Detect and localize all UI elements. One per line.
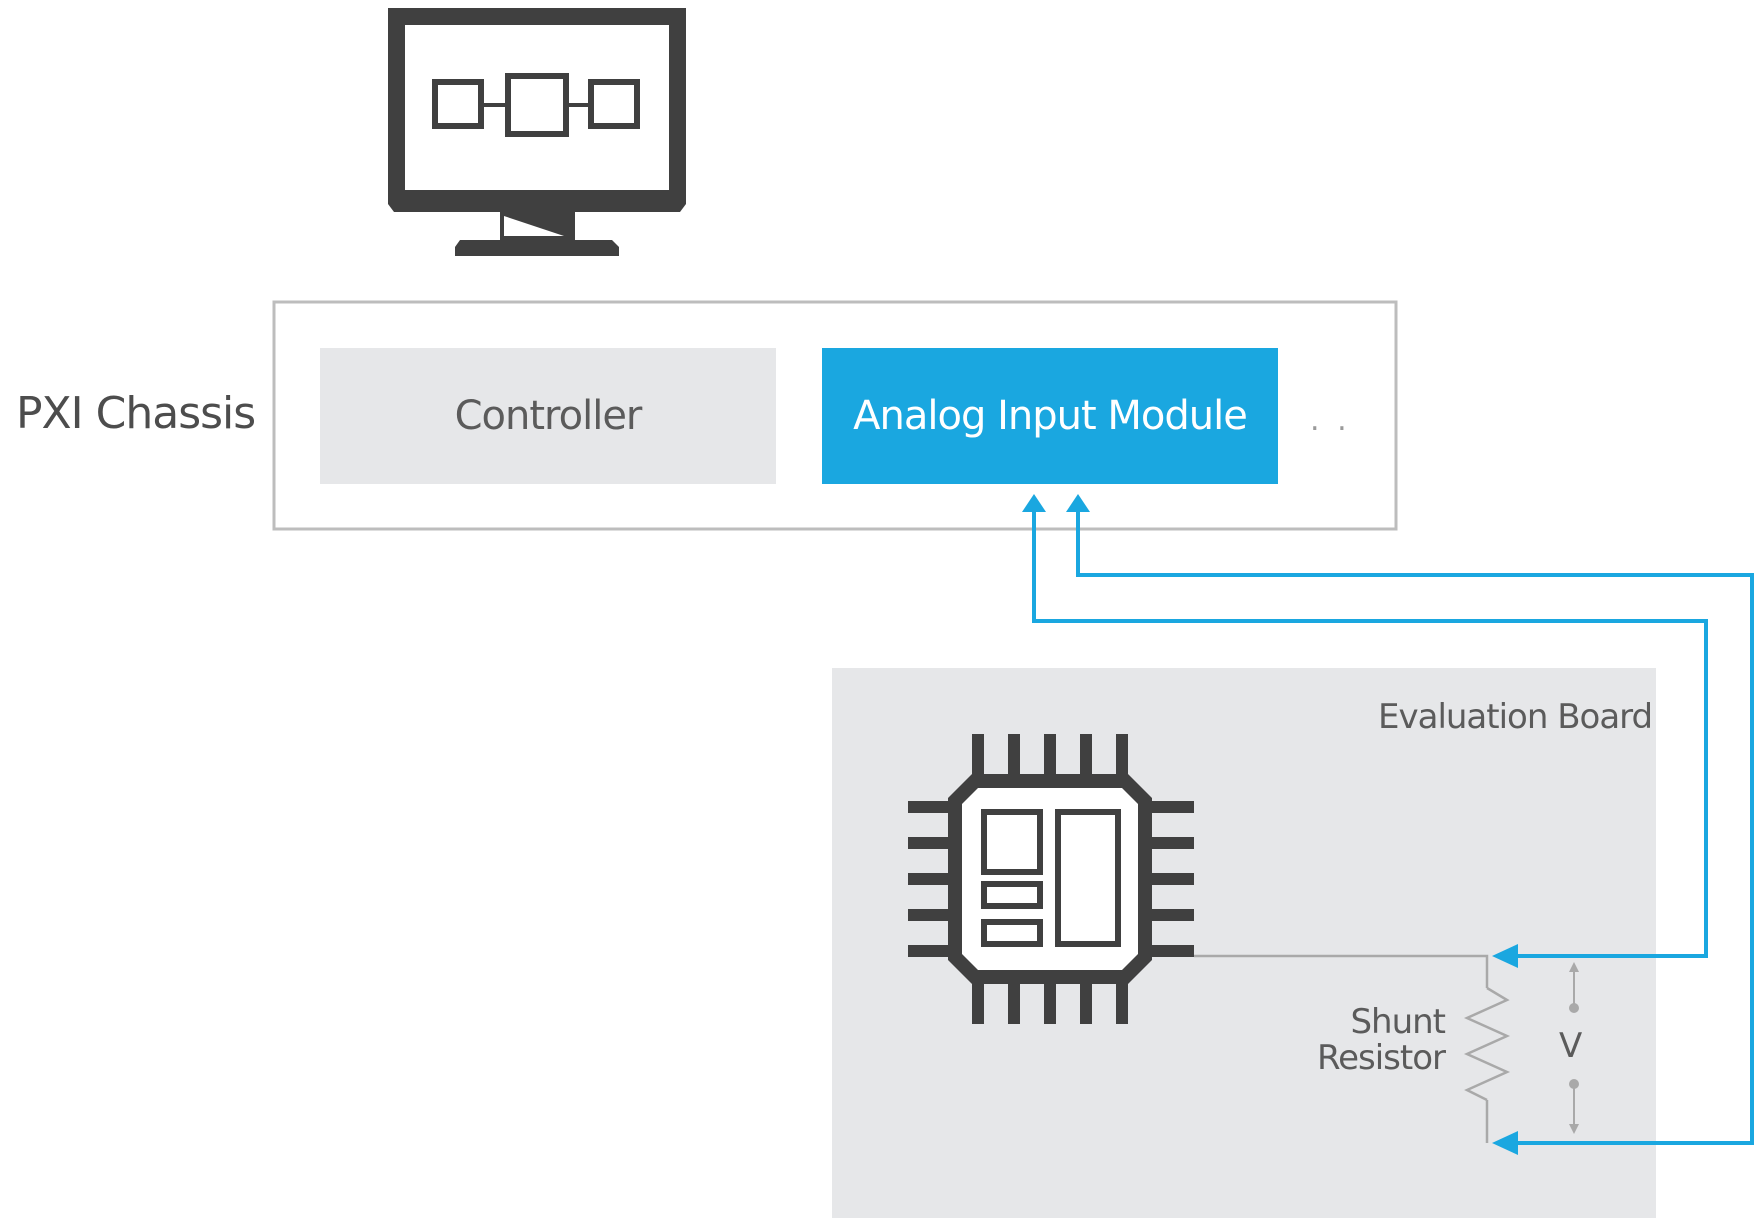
circuit-wire: [1194, 954, 1511, 1143]
voltage-label: V: [1559, 1026, 1582, 1066]
chassis-outline: [272, 300, 1398, 531]
analog-input-module-label: Analog Input Module: [853, 393, 1248, 439]
monitor-icon: [388, 8, 686, 256]
evaluation-board-label: Evaluation Board: [1378, 697, 1653, 737]
wire-high: [1029, 500, 1708, 958]
arrowheads: [1022, 494, 1518, 1155]
arrow-into-bottom: [1492, 1131, 1518, 1155]
more-modules-ellipsis: . .: [1310, 403, 1351, 438]
wire-low: [1073, 500, 1754, 1145]
shunt-resistor-label: Shunt Resistor: [1317, 1002, 1446, 1078]
arrow-up-left: [1022, 494, 1046, 512]
voltage-indicator: [1569, 962, 1579, 1134]
pxi-chassis-label: PXI Chassis: [16, 388, 256, 439]
signal-wires: [1029, 500, 1754, 1145]
chip-icon: [908, 734, 1194, 1024]
resistor-icon: [1463, 986, 1511, 1102]
arrow-up-right: [1066, 494, 1090, 512]
arrow-into-top: [1492, 944, 1518, 968]
controller-module: Controller: [320, 348, 776, 484]
analog-input-module-box: [822, 348, 1278, 484]
